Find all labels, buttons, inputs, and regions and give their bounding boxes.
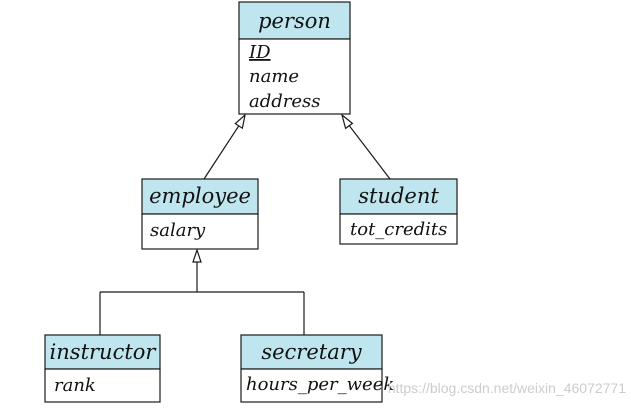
entity-instructor: instructor rank [44,334,161,403]
entity-instructor-body [44,368,161,403]
entity-secretary: secretary hours_per_week [240,334,394,403]
entity-instructor-name: instructor [50,340,158,364]
entity-secretary-header [240,334,383,370]
entity-student: student tot_credits [339,178,458,245]
link-employee-person [203,123,241,180]
entity-instructor-header [44,334,161,370]
entity-student-body [339,213,458,245]
entity-person-attr-address: address [249,91,321,112]
entity-employee-name: employee [149,184,251,208]
entity-secretary-name: secretary [261,340,362,364]
entity-employee: employee salary [141,178,259,250]
arrowhead-employee [192,248,202,263]
watermark-text: https://blog.csdn.net/weixin_46072771 [388,380,626,396]
inheritance-links [99,113,391,335]
entity-student-header [339,178,458,215]
entity-secretary-body [240,368,383,403]
entity-student-attr-tot-credits: tot_credits [350,219,447,240]
entity-instructor-attr-rank: rank [54,375,96,396]
entity-employee-attr-salary: salary [150,220,206,241]
entity-person-body [238,38,351,115]
entity-person: person ID name address [238,1,351,115]
entity-employee-body [141,213,259,250]
entity-person-name: person [258,9,331,33]
arrowhead-employee-person [234,113,246,130]
entity-student-name: student [358,184,439,208]
link-student-person [347,123,391,180]
entity-secretary-attr-hours-per-week: hours_per_week [246,374,394,395]
entity-person-attr-id: ID [248,42,271,63]
entity-employee-header [141,178,259,215]
arrowhead-student-person [340,113,354,130]
entity-person-attr-name: name [249,66,299,87]
